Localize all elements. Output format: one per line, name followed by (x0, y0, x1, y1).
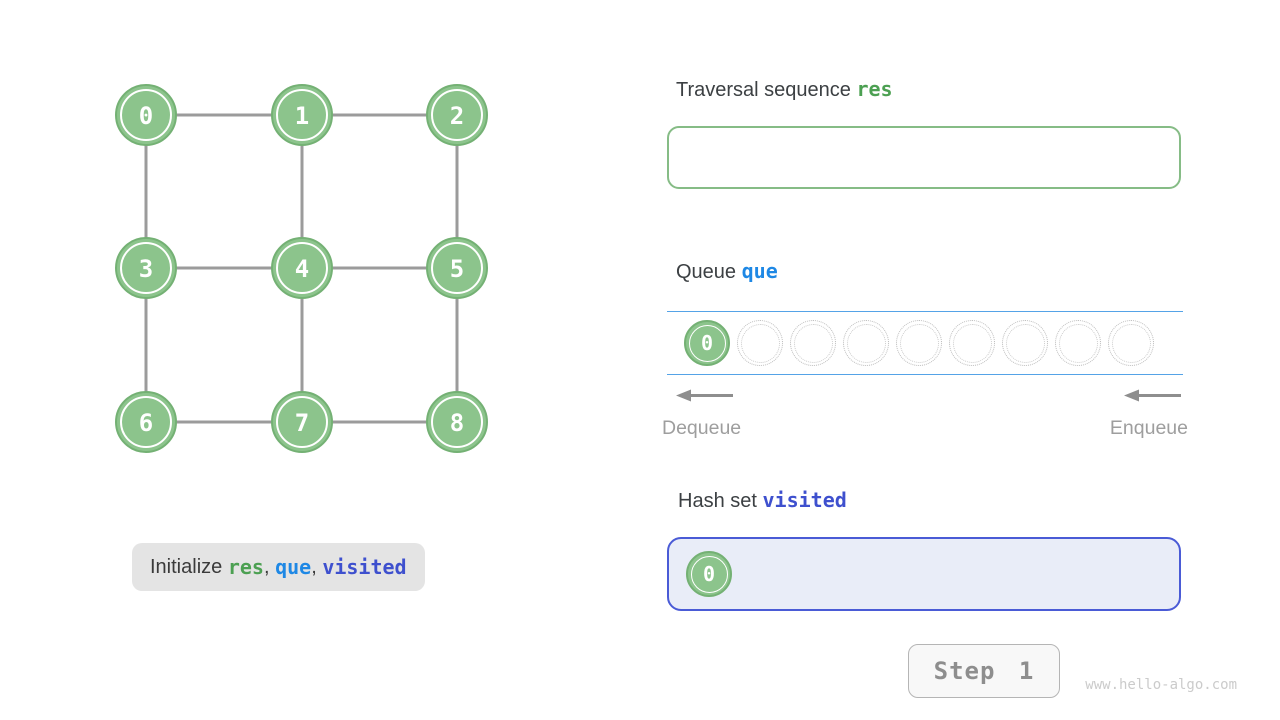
traversal-title: Traversal sequence res (676, 77, 893, 102)
queue-title: Queue que (676, 259, 778, 284)
traversal-title-code: res (856, 77, 893, 101)
dequeue-label: Dequeue (662, 417, 742, 439)
svg-text:4: 4 (295, 255, 309, 283)
svg-text:6: 6 (139, 409, 153, 437)
caption-que-code: que (275, 555, 312, 579)
caption-visited-code: visited (322, 555, 407, 579)
caption-sep2: , (311, 555, 323, 578)
enqueue-arrow-icon (1124, 389, 1181, 402)
dequeue-arrow-icon (676, 389, 733, 402)
graph-node-3: 3 (115, 237, 177, 299)
svg-text:2: 2 (450, 102, 464, 130)
hashset-item: 0 (686, 551, 732, 597)
graph-node-7: 7 (271, 391, 333, 453)
queue-empty-slot (1055, 320, 1101, 366)
caption-prefix: Initialize (150, 555, 228, 578)
queue-empty-slot (843, 320, 889, 366)
caption-sep1: , (263, 555, 276, 578)
watermark: www.hello-algo.com (1085, 677, 1237, 693)
hashset-title-label: Hash set (678, 490, 763, 512)
svg-text:5: 5 (450, 255, 464, 283)
graph-node-4: 4 (271, 237, 333, 299)
hashset-box: 0 (667, 537, 1181, 611)
queue-empty-slot (1002, 320, 1048, 366)
enqueue-label: Enqueue (1109, 417, 1188, 439)
traversal-title-label: Traversal sequence (676, 79, 857, 101)
step-button[interactable]: Step 1 (908, 644, 1060, 698)
queue-empty-slot (949, 320, 995, 366)
queue-track: 0 (667, 311, 1183, 375)
svg-text:1: 1 (295, 102, 309, 130)
init-caption: Initialize res, que, visited (132, 543, 425, 591)
queue-empty-slot (737, 320, 783, 366)
graph-node-5: 5 (426, 237, 488, 299)
svg-text:3: 3 (139, 255, 153, 283)
svg-text:7: 7 (295, 409, 309, 437)
caption-res-code: res (227, 555, 264, 579)
graph-node-2: 2 (426, 84, 488, 146)
queue-empty-slot (896, 320, 942, 366)
graph-node-6: 6 (115, 391, 177, 453)
hashset-title: Hash set visited (678, 488, 847, 513)
queue-empty-slot (1108, 320, 1154, 366)
graph-node-1: 1 (271, 84, 333, 146)
queue-item: 0 (684, 320, 730, 366)
svg-text:8: 8 (450, 409, 464, 437)
graph-node-8: 8 (426, 391, 488, 453)
hashset-title-code: visited (762, 488, 847, 512)
queue-title-label: Queue (676, 261, 742, 283)
queue-title-code: que (741, 259, 778, 283)
queue-empty-slot (790, 320, 836, 366)
graph-node-0: 0 (115, 84, 177, 146)
svg-text:0: 0 (139, 102, 153, 130)
traversal-result-box (667, 126, 1181, 189)
